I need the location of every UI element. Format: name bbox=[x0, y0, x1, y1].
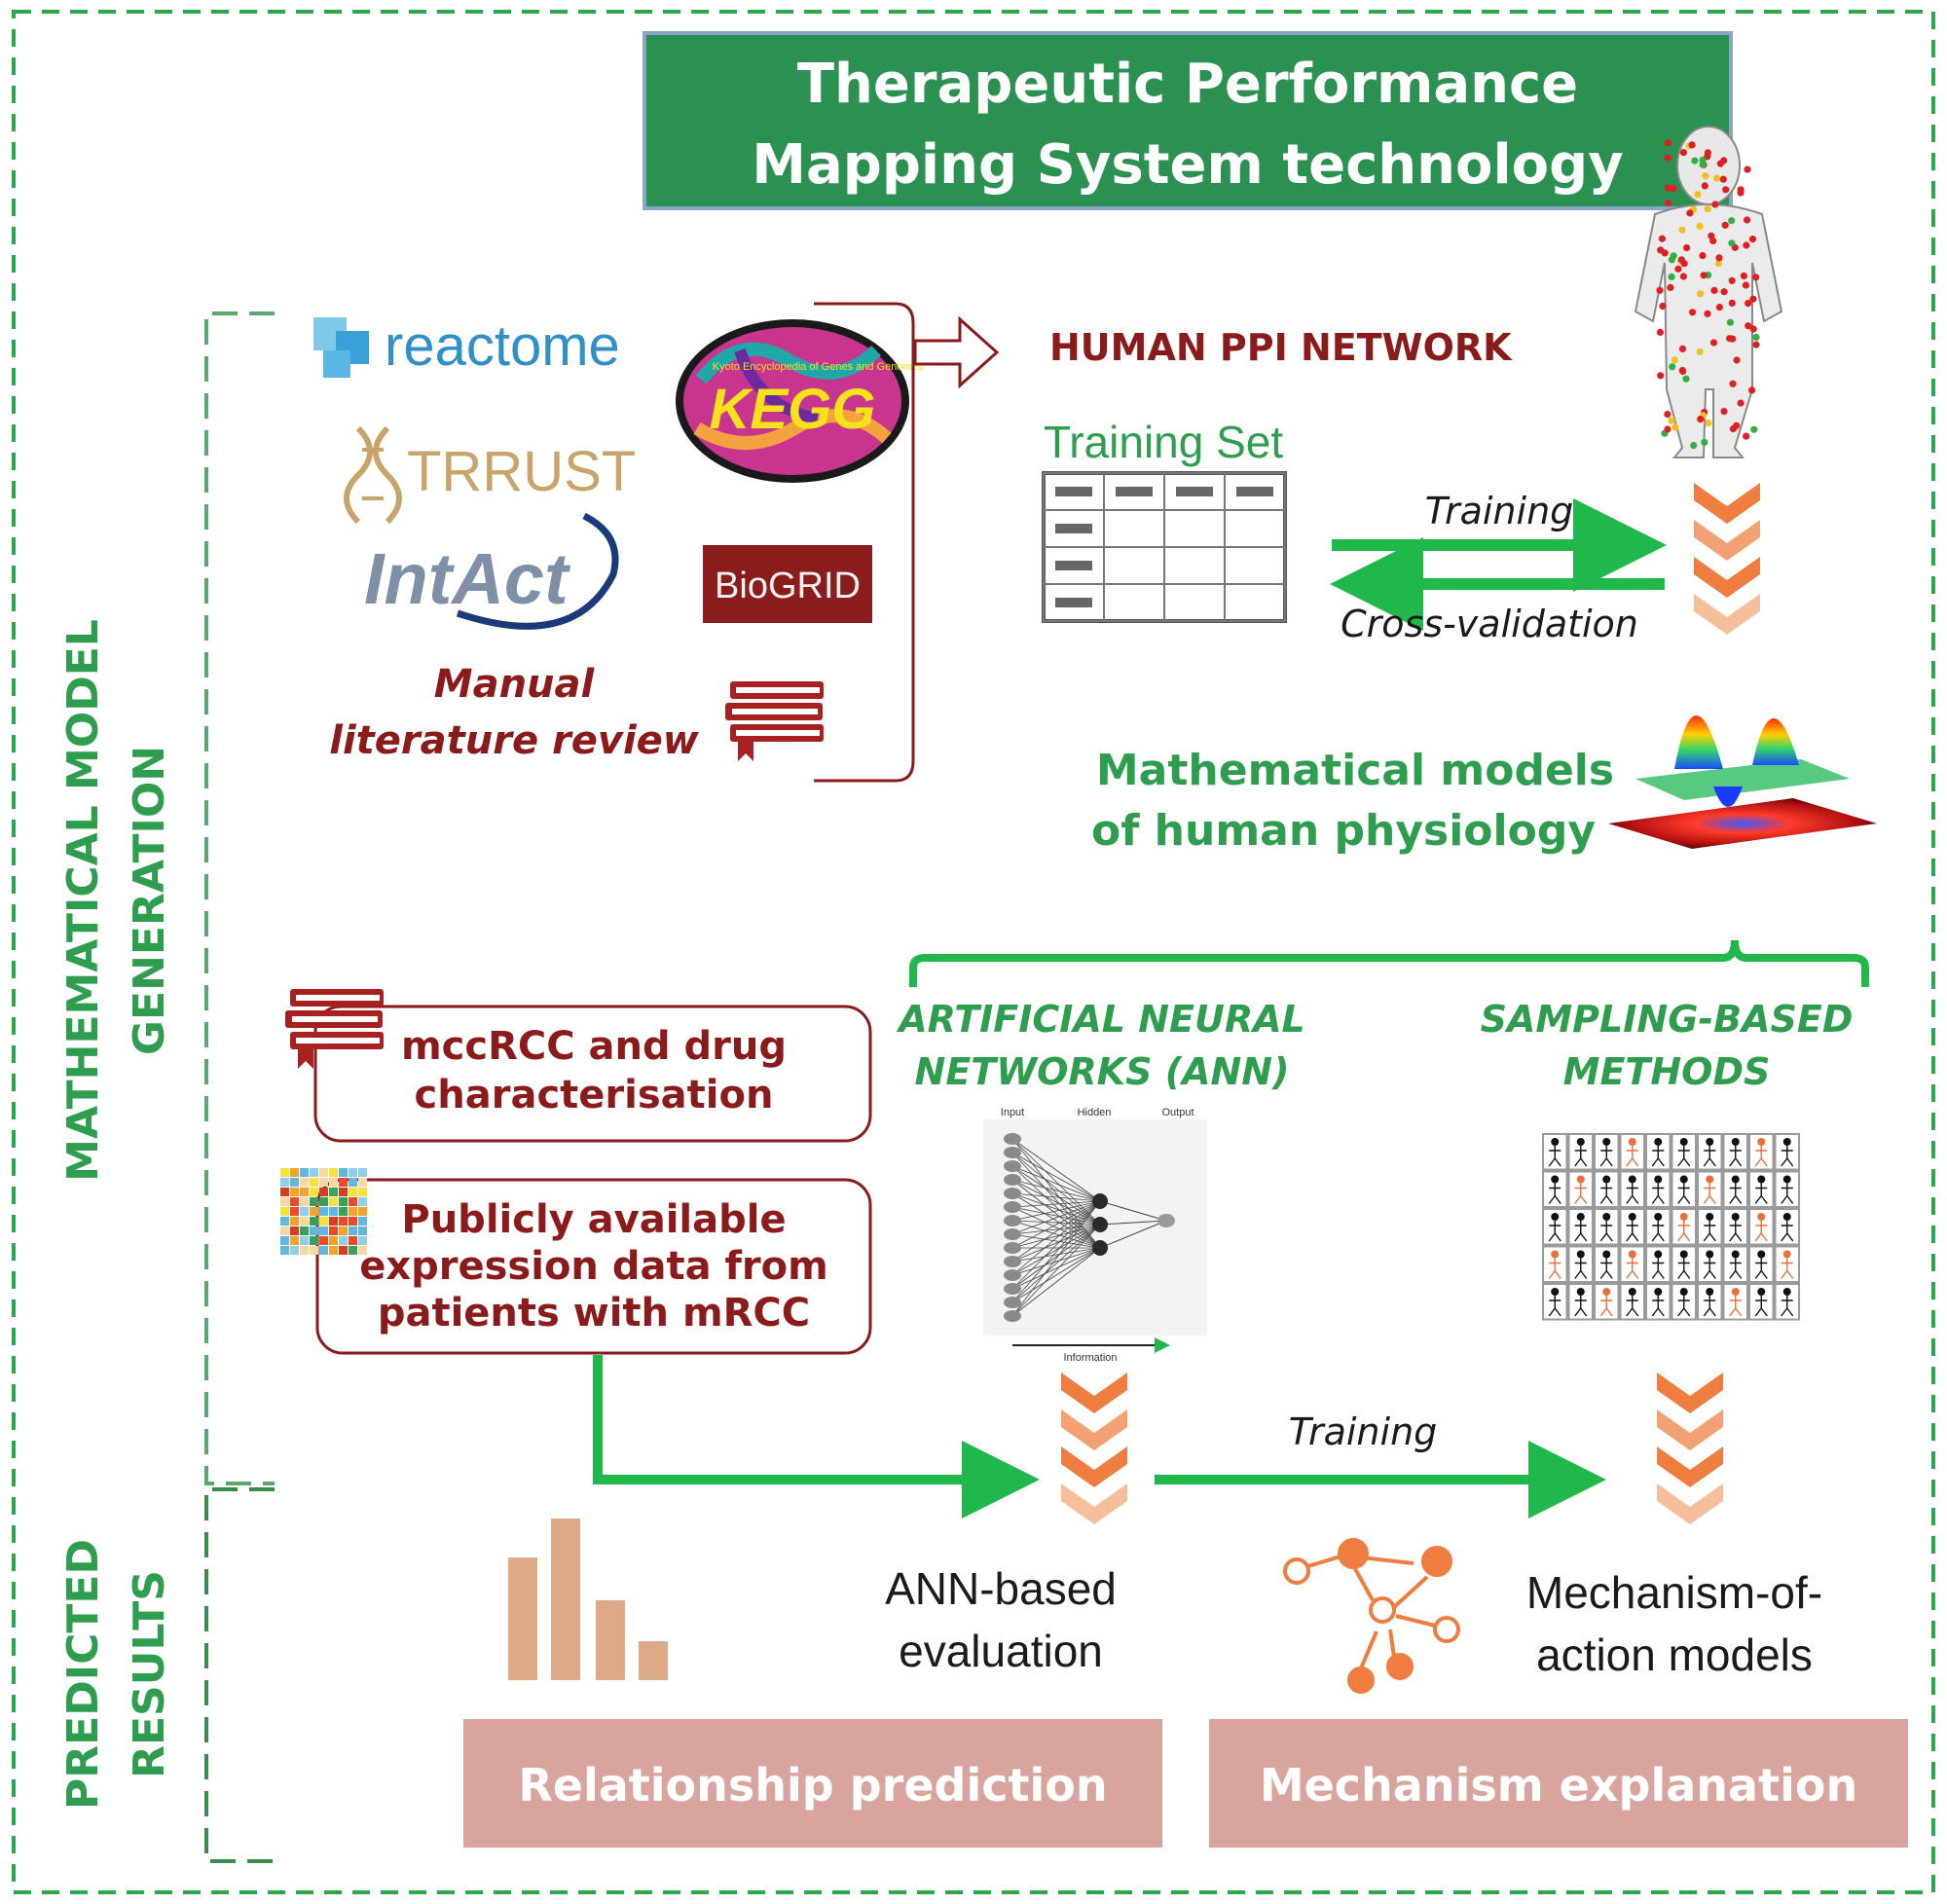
svg-text:GENERATION: GENERATION bbox=[125, 746, 174, 1055]
expression-line2: expression data from bbox=[359, 1244, 828, 1289]
sources-bracket bbox=[814, 302, 915, 783]
svg-text:IntAct: IntAct bbox=[364, 538, 571, 619]
relationship-prediction-label: Relationship prediction bbox=[518, 1759, 1107, 1812]
title-line2: Mapping System technology bbox=[752, 133, 1624, 197]
title-box: Therapeutic Performance Mapping System t… bbox=[643, 31, 1733, 210]
expression-line3: patients with mRCC bbox=[378, 1291, 810, 1336]
svg-text:MATHEMATICAL MODEL: MATHEMATICAL MODEL bbox=[58, 619, 108, 1182]
svg-text:BioGRID: BioGRID bbox=[715, 566, 861, 606]
heatmap-icon bbox=[280, 1168, 367, 1255]
ann-heading-line2: NETWORKS (ANN) bbox=[915, 1050, 1290, 1093]
svg-text:Input: Input bbox=[1001, 1107, 1024, 1118]
svg-text:Kyoto Encyclopedia of Genes an: Kyoto Encyclopedia of Genes and Genomes bbox=[713, 361, 924, 373]
chevrons-icon-sampling bbox=[1657, 1373, 1723, 1524]
bar-chart-icon bbox=[508, 1519, 668, 1680]
mccrcc-line2: characterisation bbox=[415, 1073, 774, 1117]
outer-frame bbox=[12, 10, 1935, 1894]
ann-eval-line2: evaluation bbox=[899, 1626, 1103, 1676]
svg-text:KEGG: KEGG bbox=[710, 378, 876, 441]
mechanism-explanation-label: Mechanism explanation bbox=[1260, 1759, 1857, 1812]
svg-text:Output: Output bbox=[1161, 1107, 1194, 1118]
expression-box bbox=[315, 1178, 872, 1355]
svg-text:PREDICTED: PREDICTED bbox=[58, 1539, 108, 1810]
math-models-line2: of human physiology bbox=[1091, 806, 1596, 856]
reactome-logo: reactome bbox=[313, 314, 620, 378]
cross-validation-label: Cross-validation bbox=[1341, 603, 1638, 645]
mccrcc-line1: mccRCC and drug bbox=[401, 1024, 787, 1069]
mccrcc-box bbox=[313, 1005, 872, 1143]
side-label-model-generation: MATHEMATICAL MODEL GENERATION bbox=[58, 619, 174, 1182]
biogrid-logo: BioGRID bbox=[703, 545, 872, 623]
svg-text:Information: Information bbox=[1063, 1352, 1117, 1364]
mechanism-explanation-box bbox=[1209, 1719, 1908, 1848]
svg-text:RESULTS: RESULTS bbox=[125, 1570, 174, 1778]
ann-heading-line1: ARTIFICIAL NEURAL bbox=[896, 998, 1305, 1041]
svg-text:TRRUST: TRRUST bbox=[407, 440, 636, 503]
expression-line1: Publicly available bbox=[401, 1197, 786, 1242]
chevrons-icon-ann bbox=[1061, 1373, 1127, 1524]
neural-network-icon: Input Hidden Output Information bbox=[983, 1107, 1207, 1364]
model-generation-bracket bbox=[204, 311, 275, 1485]
moa-line1: Mechanism-of- bbox=[1526, 1567, 1822, 1618]
ppi-network-label: HUMAN PPI NETWORK bbox=[1049, 326, 1513, 369]
title-line1: Therapeutic Performance bbox=[797, 53, 1578, 116]
books-icon-mid bbox=[285, 989, 384, 1069]
chevrons-icon-right-top bbox=[1694, 483, 1760, 635]
sampling-grid-icon bbox=[1542, 1133, 1800, 1321]
table-icon bbox=[1042, 471, 1287, 623]
training-set-label: Training Set bbox=[1044, 417, 1284, 467]
mechanism-network-icon bbox=[1283, 1538, 1460, 1694]
books-icon bbox=[725, 681, 824, 761]
manual-review-line2: literature review bbox=[329, 718, 700, 763]
surface-plot-icon bbox=[1608, 715, 1877, 849]
svg-text:Hidden: Hidden bbox=[1078, 1107, 1112, 1118]
trrust-logo: TRRUST bbox=[344, 425, 636, 525]
sampling-heading-line1: SAMPLING-BASED bbox=[1481, 998, 1854, 1041]
manual-review-line1: Manual bbox=[434, 662, 596, 707]
math-models-line1: Mathematical models bbox=[1096, 746, 1614, 795]
svg-text:reactome: reactome bbox=[385, 314, 620, 378]
ann-eval-line1: ANN-based bbox=[885, 1563, 1117, 1614]
hollow-arrow bbox=[913, 315, 1000, 389]
results-bracket bbox=[204, 1487, 275, 1863]
kegg-logo: KEGG Kyoto Encyclopedia of Genes and Gen… bbox=[676, 319, 924, 483]
training-label-bottom: Training bbox=[1289, 1410, 1438, 1453]
methods-bracket bbox=[909, 939, 1869, 987]
sampling-heading-line2: METHODS bbox=[1563, 1050, 1771, 1093]
intact-logo: IntAct bbox=[364, 512, 619, 630]
human-body-icon bbox=[1634, 126, 1783, 458]
training-label-top: Training bbox=[1425, 490, 1574, 532]
expression-to-ann-arrow bbox=[593, 1355, 1040, 1519]
moa-line2: action models bbox=[1536, 1629, 1813, 1680]
relationship-prediction-box bbox=[463, 1719, 1162, 1848]
side-label-predicted-results: PREDICTED RESULTS bbox=[58, 1539, 174, 1810]
